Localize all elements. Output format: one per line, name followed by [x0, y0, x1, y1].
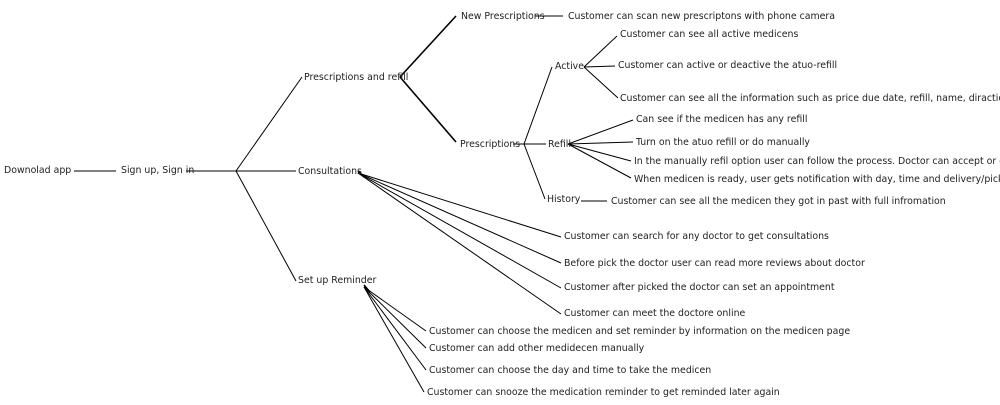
leaf-consult-1: Customer can search for any doctor to ge… — [564, 231, 829, 242]
leaf-reminder-1: Customer can choose the medicen and set … — [429, 326, 850, 337]
connector-refill-new-prescriptions — [399, 15, 457, 78]
connector-hub-reminder — [235, 170, 297, 282]
leaf-active-3: Customer can see all the information suc… — [620, 93, 1000, 104]
connector-reminder-3 — [363, 286, 427, 371]
connector-refill-2 — [567, 141, 634, 145]
connector-consult-1 — [357, 172, 562, 238]
connector-active-3 — [583, 66, 619, 99]
node-download-app: Downolad app — [4, 165, 71, 176]
connector-consult-4 — [357, 172, 562, 315]
node-set-up-reminder: Set up Reminder — [298, 275, 377, 286]
leaf-history-1: Customer can see all the medicen they go… — [611, 196, 946, 207]
connector-reminder-4 — [363, 286, 425, 393]
node-prescriptions-and-refill: Prescriptions and refill — [304, 72, 408, 83]
leaf-new-scan: Customer can scan new prescriptons with … — [568, 11, 835, 22]
connector-consult-2 — [357, 172, 562, 264]
node-active: Active — [555, 61, 584, 72]
leaf-refill-3: In the manually refil option user can fo… — [634, 156, 1000, 167]
node-signup-signin: Sign up, Sign in — [121, 165, 194, 176]
connector-refill-3 — [567, 143, 632, 162]
leaf-refill-1: Can see if the medicen has any refill — [636, 114, 807, 125]
connector-refill-1 — [567, 119, 634, 145]
connector-active-2 — [583, 65, 616, 68]
leaf-reminder-3: Customer can choose the day and time to … — [429, 365, 711, 376]
connector-reminder-2 — [363, 286, 427, 349]
leaf-refill-4: When medicen is ready, user gets notific… — [634, 174, 1000, 185]
connectors — [74, 15, 634, 393]
connector-reminder-1 — [363, 286, 427, 332]
connector-consult-3 — [357, 172, 562, 289]
node-consultations: Consultations — [298, 166, 362, 177]
node-prescriptions: Prescriptions — [460, 139, 520, 150]
leaf-reminder-2: Customer can add other medidecen manuall… — [429, 343, 645, 354]
connector-active-1 — [583, 35, 618, 68]
leaf-consult-4: Customer can meet the doctore online — [564, 308, 746, 319]
connector-refill-4 — [567, 143, 632, 179]
connector-refill-prescriptions — [399, 76, 457, 143]
labels: Downolad app Sign up, Sign in Prescripti… — [4, 11, 1000, 398]
leaf-active-1: Customer can see all active medicens — [620, 29, 798, 40]
leaf-consult-2: Before pick the doctor user can read mor… — [564, 258, 865, 269]
node-refill: Refill — [548, 139, 571, 150]
leaf-refill-2: Turn on the atuo refill or do manually — [635, 137, 810, 148]
connector-sub-active — [523, 66, 553, 145]
leaf-consult-3: Customer after picked the doctor can set… — [564, 282, 835, 293]
leaf-active-2: Customer can active or deactive the atuo… — [618, 60, 837, 71]
node-new-prescriptions: New Prescriptions — [461, 11, 545, 22]
connector-hub-prescriptions-refill — [235, 76, 303, 172]
leaf-reminder-4: Customer can snooze the medication remin… — [427, 387, 780, 398]
connector-sub-history — [523, 143, 546, 200]
node-history: History — [547, 194, 581, 205]
